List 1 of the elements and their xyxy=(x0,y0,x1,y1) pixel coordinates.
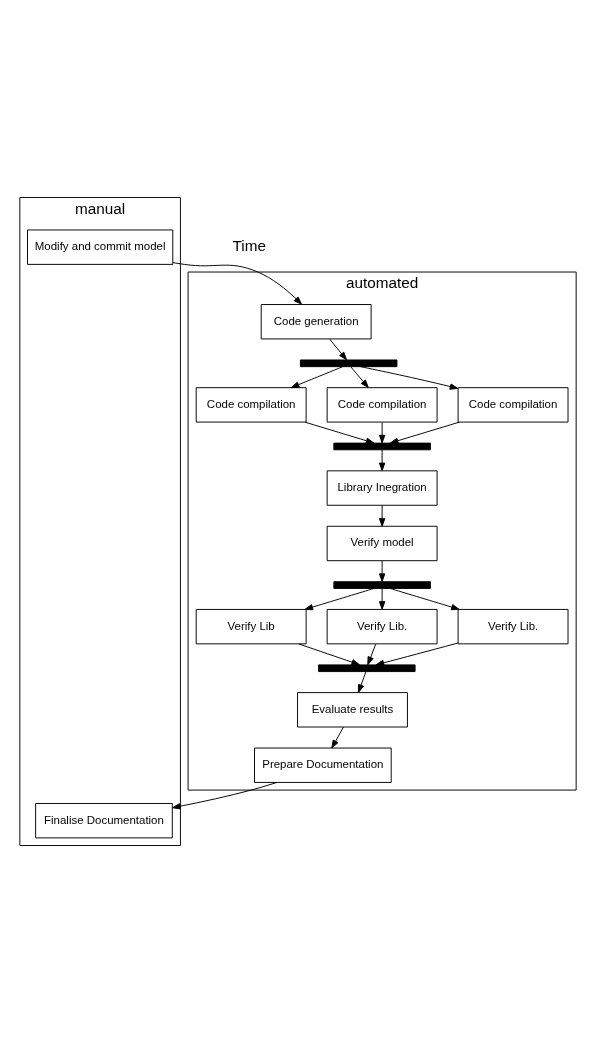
label: Time xyxy=(232,236,266,254)
